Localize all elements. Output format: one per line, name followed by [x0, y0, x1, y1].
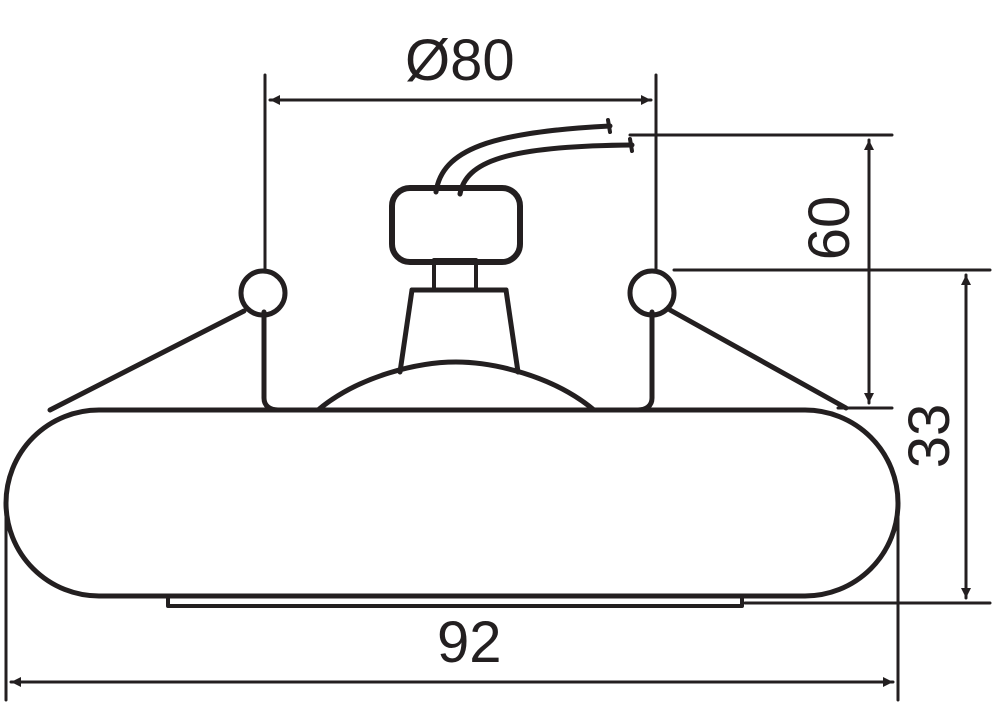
glass-plate [166, 594, 744, 608]
wire-1-end [606, 118, 612, 134]
right-clip-pivot [627, 268, 677, 318]
dimension-label-height-upper: 60 [797, 195, 862, 261]
right-clip-post [635, 309, 655, 413]
right-clip-arm [667, 307, 849, 411]
wire-2 [457, 142, 635, 197]
left-clip-arm [47, 308, 247, 413]
fixture-body [3, 407, 901, 599]
dome [315, 359, 597, 413]
left-clip-post [261, 309, 281, 413]
dimension-label-diameter: Ø80 [405, 28, 515, 93]
wire-2-end [628, 137, 634, 153]
dimension-label-height-total: 33 [897, 403, 962, 469]
socket-block [389, 185, 523, 265]
left-clip-pivot [238, 268, 288, 318]
dimension-label-overall-width: 92 [437, 610, 502, 675]
wire-1 [433, 123, 613, 195]
